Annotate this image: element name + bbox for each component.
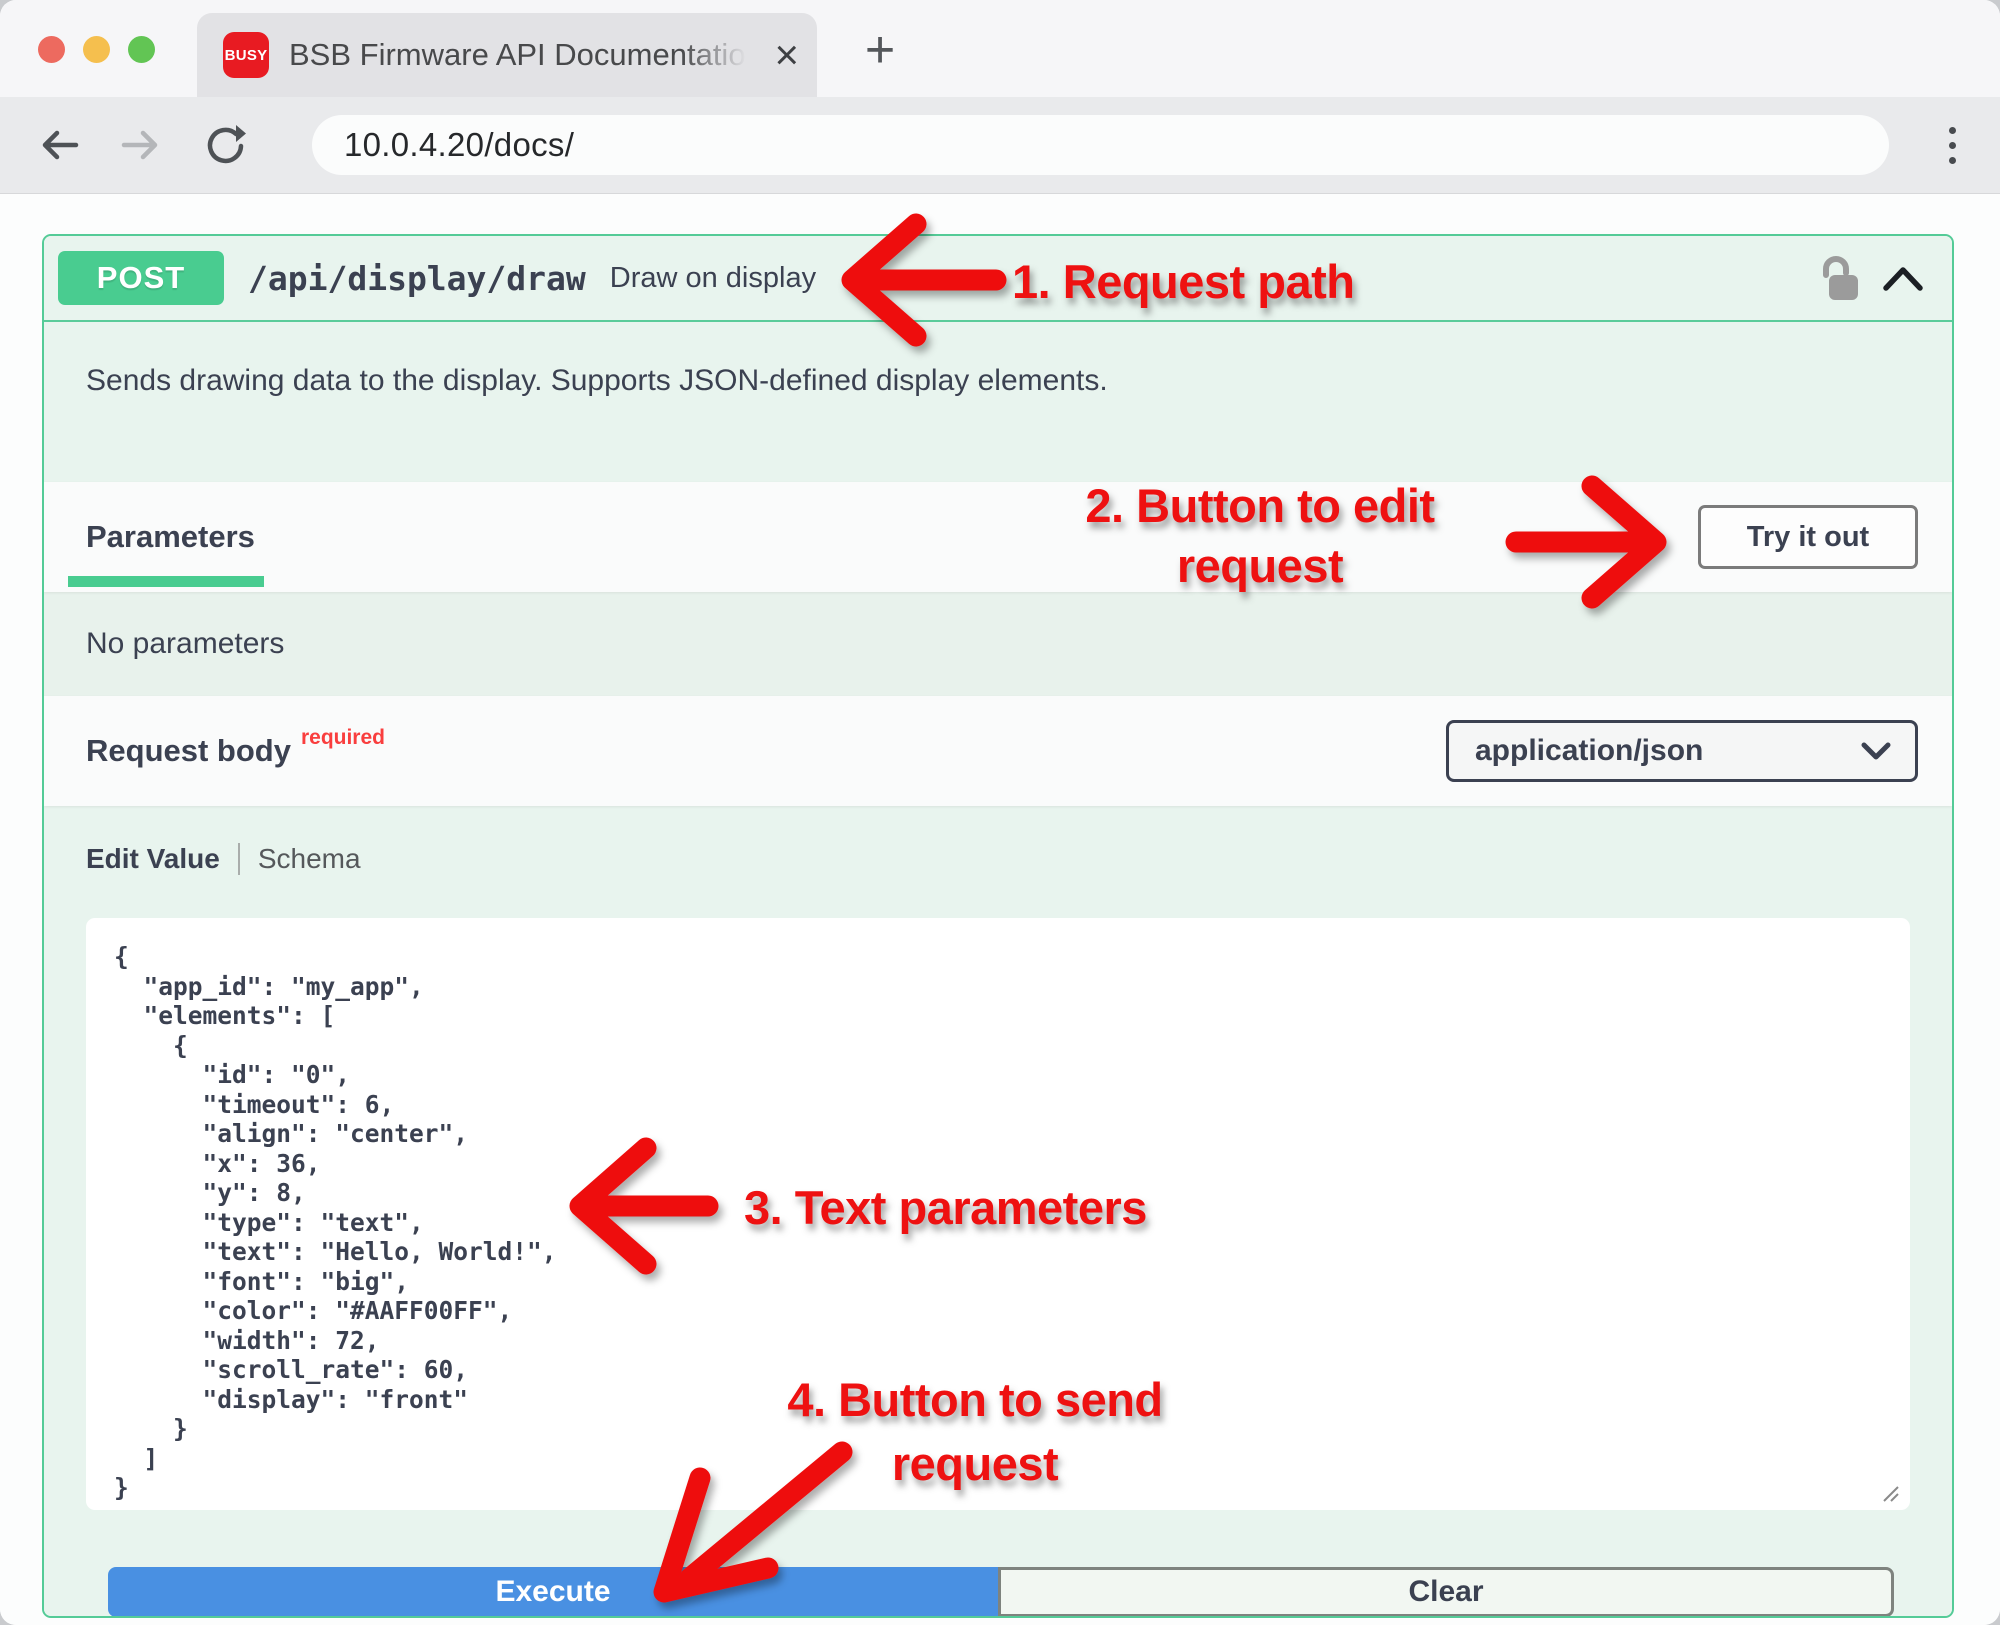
request-body-row: Request body required application/json [44, 696, 1952, 806]
tab-divider [237, 843, 240, 875]
tab-close-icon[interactable]: × [774, 31, 799, 78]
minimize-window-button[interactable] [83, 36, 110, 63]
try-it-out-button[interactable]: Try it out [1698, 505, 1918, 569]
page-content: POST /api/display/draw Draw on display S… [0, 195, 2000, 1625]
tab-title: BSB Firmware API Documentatio [289, 37, 746, 72]
execute-button[interactable]: Execute [108, 1567, 998, 1616]
required-badge: required [300, 726, 385, 749]
body-editor-tabs: Edit Value Schema [86, 840, 1910, 878]
url-text: 10.0.4.20/docs/ [344, 126, 575, 163]
parameters-title: Parameters [86, 519, 255, 554]
no-parameters-text: No parameters [86, 627, 285, 660]
resize-handle-icon[interactable] [1882, 1485, 1900, 1503]
request-body-textarea[interactable]: { "app_id": "my_app", "elements": [ { "i… [86, 918, 1910, 1510]
endpoint-description: Sends drawing data to the display. Suppo… [86, 364, 1108, 397]
chevron-down-icon [1861, 742, 1891, 760]
unlock-icon[interactable] [1814, 254, 1860, 302]
endpoint-summary: Draw on display [609, 261, 817, 294]
browser-menu-icon[interactable] [1949, 126, 1956, 164]
reload-icon[interactable] [200, 122, 246, 168]
tab-schema[interactable]: Schema [257, 843, 361, 874]
request-body-editor-section: Edit Value Schema { "app_id": "my_app", … [44, 806, 1952, 1616]
endpoint-path: /api/display/draw [248, 258, 586, 298]
favicon-busy-icon: BUSY [223, 32, 269, 78]
tab-edit-value[interactable]: Edit Value [86, 843, 220, 874]
method-badge: POST [58, 251, 224, 305]
close-window-button[interactable] [38, 36, 65, 63]
forward-icon[interactable] [118, 122, 164, 168]
clear-button[interactable]: Clear [998, 1567, 1894, 1616]
zoom-window-button[interactable] [128, 36, 155, 63]
content-type-select[interactable]: application/json [1446, 720, 1918, 782]
browser-titlebar: BUSY BSB Firmware API Documentatio × + [0, 0, 2000, 97]
request-body-title: Request body [86, 733, 291, 768]
opblock-header[interactable]: POST /api/display/draw Draw on display [44, 236, 1952, 322]
collapse-chevron-up-icon[interactable] [1882, 263, 1924, 293]
url-bar[interactable]: 10.0.4.20/docs/ [312, 115, 1889, 175]
new-tab-button[interactable]: + [864, 21, 896, 79]
content-type-value: application/json [1475, 734, 1704, 767]
swagger-opblock-post: POST /api/display/draw Draw on display S… [42, 234, 1954, 1618]
no-parameters-row: No parameters [44, 592, 1952, 696]
parameters-header-row: Parameters Try it out [44, 482, 1952, 592]
browser-tab[interactable]: BUSY BSB Firmware API Documentatio × [197, 13, 817, 97]
traffic-lights [38, 36, 155, 63]
body-editor-wrap: { "app_id": "my_app", "elements": [ { "i… [86, 918, 1910, 1515]
parameters-tab-underline [68, 576, 264, 587]
execute-button-group: Execute Clear [108, 1567, 1894, 1616]
back-icon[interactable] [36, 122, 82, 168]
browser-toolbar: 10.0.4.20/docs/ [0, 97, 2000, 194]
